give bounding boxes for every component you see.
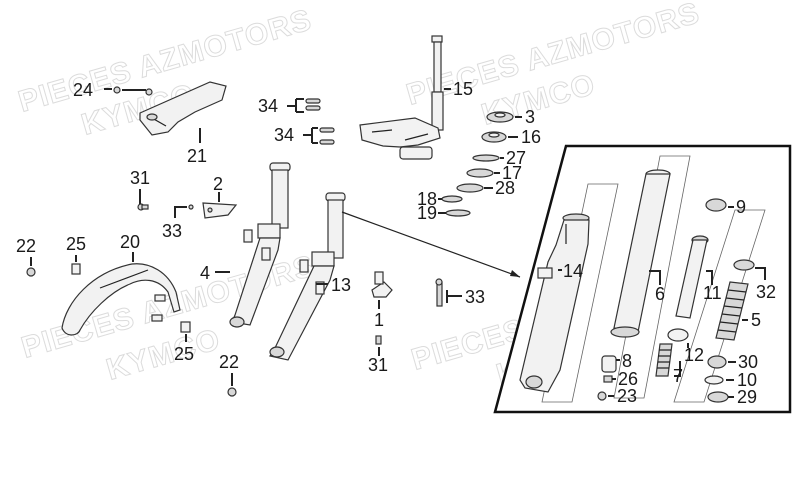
part-33-bolt-a [188, 204, 194, 210]
part-9-cap [705, 198, 727, 212]
callout-34-b: 34 [274, 125, 294, 145]
callout-33-a: 33 [162, 221, 182, 241]
callout-15: 15 [453, 79, 473, 99]
callout-10: 10 [737, 370, 757, 390]
leader-6 [649, 270, 661, 285]
callout-8: 8 [622, 351, 632, 371]
detail-arrowhead [510, 270, 520, 277]
part-31-bolt [137, 203, 149, 211]
callout-16: 16 [521, 127, 541, 147]
part-22-bolt-b [227, 387, 237, 397]
callout-18: 18 [417, 189, 437, 209]
part-18-bearing [441, 195, 463, 203]
part-12-washer [667, 328, 689, 342]
callout-26: 26 [618, 369, 638, 389]
callout-31-a: 31 [130, 168, 150, 188]
callout-28: 28 [495, 178, 515, 198]
part-25-clip-a [71, 263, 81, 275]
detail-arrow [341, 211, 521, 278]
part-32-seal [733, 259, 755, 271]
callouts: 24 21 34 34 15 3 16 27 17 28 18 19 31 2 … [16, 79, 776, 407]
part-13-fork-leg [269, 192, 346, 361]
part-24-bolt [113, 86, 153, 96]
callout-12: 12 [684, 345, 704, 365]
part-21-plate [139, 81, 227, 136]
callout-21: 21 [187, 146, 207, 166]
callout-9: 9 [736, 197, 746, 217]
leader-34a [287, 98, 304, 113]
callout-29: 29 [737, 387, 757, 407]
part-23-screw [597, 391, 607, 401]
leader-24 [104, 88, 146, 91]
part-11-damper-rod [675, 235, 709, 319]
part-4-fork-leg [229, 162, 291, 328]
callout-2: 2 [213, 174, 223, 194]
part-1-clamp [371, 271, 393, 298]
part-15-steering-stem [359, 35, 444, 160]
callout-13: 13 [331, 275, 351, 295]
callout-22-b: 22 [219, 352, 239, 372]
part-14-outer-tube [519, 213, 590, 393]
part-27-cone [472, 154, 500, 162]
callout-7: 7 [673, 366, 683, 386]
part-30-nut [707, 355, 727, 369]
callout-22-a: 22 [16, 236, 36, 256]
part-29-seal [707, 391, 729, 403]
callout-19: 19 [417, 203, 437, 223]
part-6-inner-tube [610, 169, 671, 338]
callout-34-a: 34 [258, 96, 278, 116]
callout-32: 32 [756, 282, 776, 302]
part-19-race [445, 209, 471, 217]
callout-14: 14 [563, 261, 583, 281]
part-8-bushing [601, 355, 617, 373]
callout-5: 5 [751, 310, 761, 330]
part-16-nut [481, 131, 507, 143]
leader-33a [174, 206, 187, 218]
part-17-bearing [466, 168, 494, 178]
leader-7 [674, 361, 681, 377]
leader-32 [755, 267, 766, 280]
callout-24: 24 [73, 80, 93, 100]
leader-33b [446, 290, 462, 303]
callout-1: 1 [374, 310, 384, 330]
part-34-bolts [305, 98, 335, 145]
part-3-nut [486, 111, 514, 123]
part-20-front-fender [61, 263, 181, 336]
callout-4: 4 [200, 263, 210, 283]
part-31-bolt-b [375, 335, 382, 345]
part-22-bolt-a [26, 267, 36, 277]
leader-34b [303, 127, 318, 144]
callout-23: 23 [617, 386, 637, 406]
leader-11 [706, 270, 713, 285]
callout-30: 30 [738, 352, 758, 372]
part-10-washer [704, 375, 724, 385]
part-25-clip-b [180, 321, 191, 333]
callout-27: 27 [506, 148, 526, 168]
part-2-bracket [202, 202, 238, 219]
callout-11: 11 [703, 283, 722, 303]
part-5-spring [715, 281, 749, 341]
part-33-bolt-b [435, 278, 443, 307]
part-26-bolt [603, 375, 613, 383]
callout-33-b: 33 [465, 287, 485, 307]
callout-20: 20 [120, 232, 140, 252]
part-28-race [456, 183, 484, 193]
callout-17: 17 [502, 163, 522, 183]
part-7-spring [655, 343, 673, 377]
callout-3: 3 [525, 107, 535, 127]
callout-25-a: 25 [66, 234, 86, 254]
callout-25-b: 25 [174, 344, 194, 364]
callout-6: 6 [655, 284, 665, 304]
callout-31-b: 31 [368, 355, 388, 375]
